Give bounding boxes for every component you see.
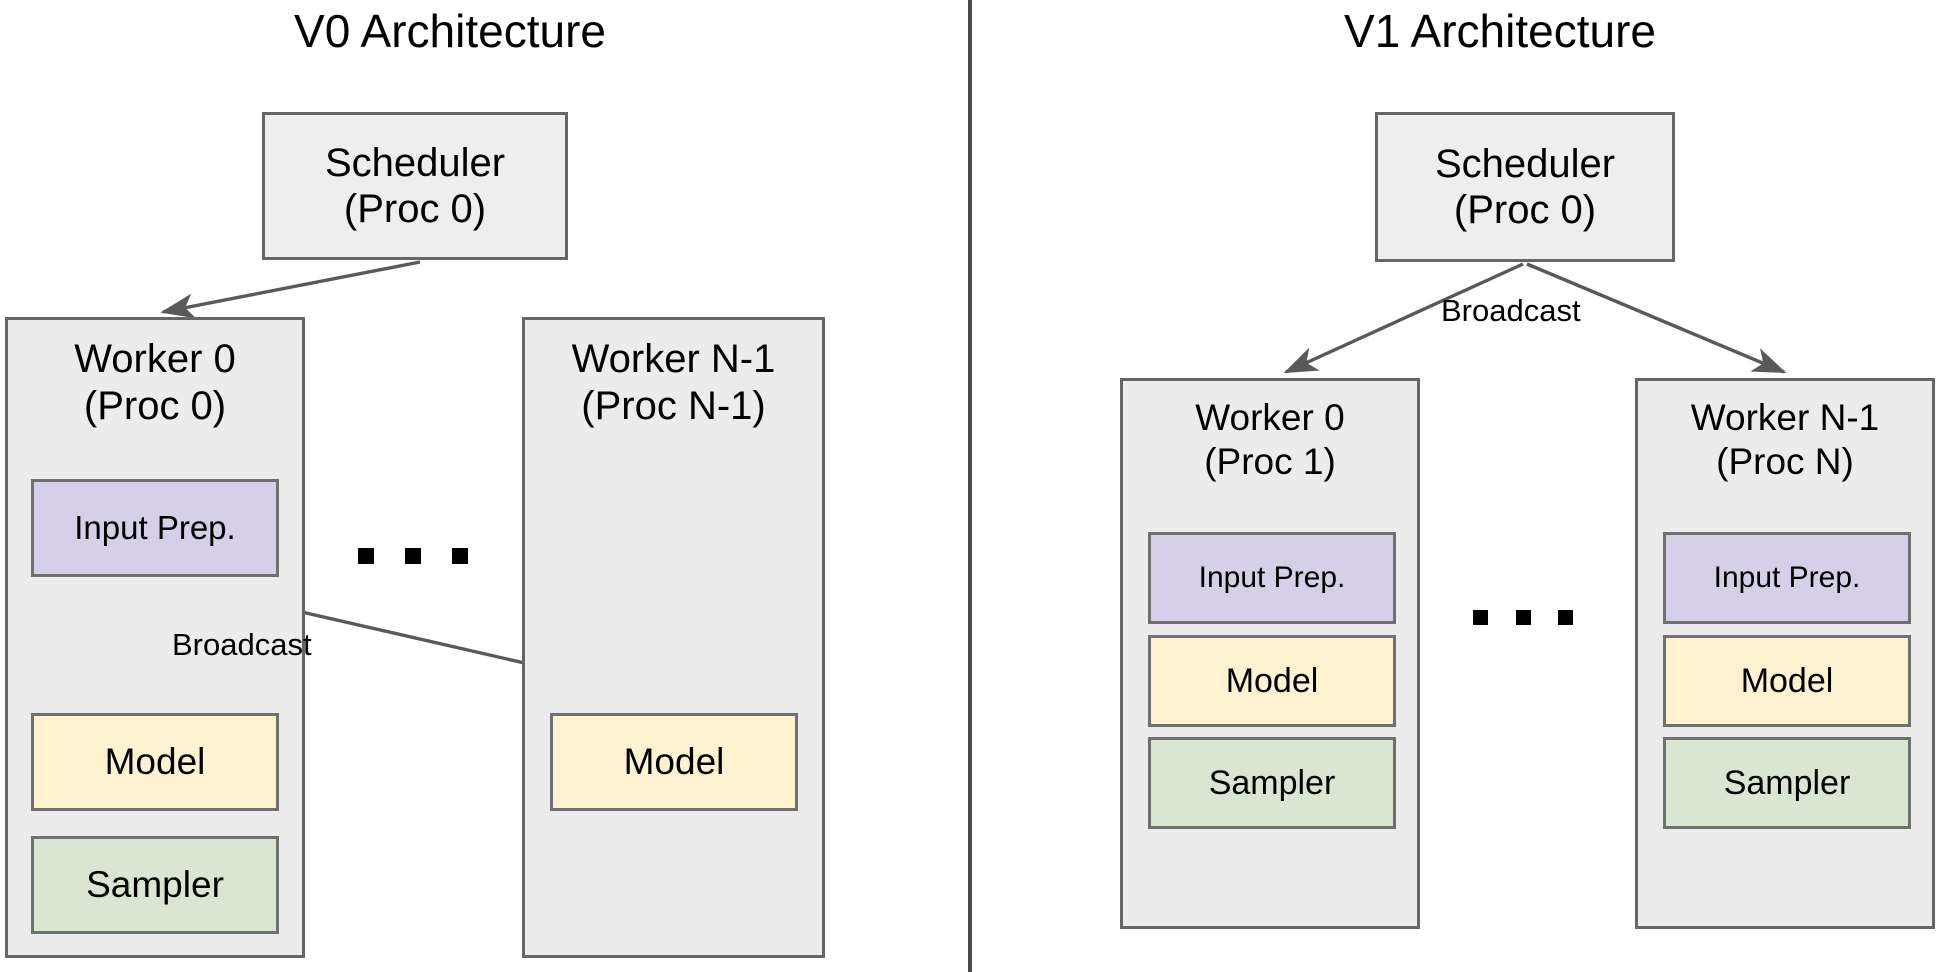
v0-worker-0-heading: Worker 0 (Proc 0) [74, 337, 236, 429]
v0-worker-0-model[interactable]: Model [31, 713, 279, 811]
v0-broadcast-label: Broadcast [172, 627, 312, 662]
v0-worker-0-input-prep-label: Input Prep. [74, 509, 236, 546]
v1-worker-n-1-model-label: Model [1740, 661, 1834, 700]
v1-scheduler-label: Scheduler (Proc 0) [1434, 142, 1616, 232]
v0-scheduler-label: Scheduler (Proc 0) [324, 141, 506, 231]
v1-broadcast-label: Broadcast [1441, 293, 1581, 328]
v0-worker-0-sampler[interactable]: Sampler [31, 836, 279, 934]
v1-worker-0-sampler-label: Sampler [1208, 763, 1336, 802]
v0-worker-n-1-group[interactable]: Worker N-1 (Proc N-1) Model [522, 317, 825, 958]
v1-worker-n-1-sampler[interactable]: Sampler [1663, 737, 1911, 829]
panel-title-v0: V0 Architecture [294, 5, 606, 57]
v0-worker-n-1-model[interactable]: Model [550, 713, 798, 811]
v1-scheduler-node[interactable]: Scheduler (Proc 0) [1375, 112, 1675, 262]
v1-worker-n-1-model[interactable]: Model [1663, 635, 1911, 727]
v1-worker-0-group[interactable]: Worker 0 (Proc 1) Input Prep. Model Samp… [1120, 378, 1420, 929]
v0-worker-0-input-prep[interactable]: Input Prep. [31, 479, 279, 577]
v1-worker-n-1-heading: Worker N-1 (Proc N) [1690, 397, 1880, 482]
v1-worker-n-1-group[interactable]: Worker N-1 (Proc N) Input Prep. Model Sa… [1635, 378, 1935, 929]
v0-worker-n-1-heading: Worker N-1 (Proc N-1) [571, 337, 776, 429]
v1-worker-0-input-prep-label: Input Prep. [1198, 561, 1346, 594]
v1-worker-0-model[interactable]: Model [1148, 635, 1396, 727]
panel-title-v1: V1 Architecture [1344, 5, 1656, 57]
v1-worker-0-input-prep[interactable]: Input Prep. [1148, 532, 1396, 624]
v1-worker-0-heading: Worker 0 (Proc 1) [1195, 397, 1345, 482]
v1-worker-n-1-input-prep[interactable]: Input Prep. [1663, 532, 1911, 624]
panel-divider [968, 0, 972, 972]
v0-worker-0-sampler-label: Sampler [86, 864, 224, 905]
v0-ellipsis [358, 548, 468, 564]
v0-scheduler-node[interactable]: Scheduler (Proc 0) [262, 112, 568, 260]
v1-worker-0-model-label: Model [1225, 661, 1319, 700]
v1-worker-n-1-input-prep-label: Input Prep. [1713, 561, 1861, 594]
v1-ellipsis [1473, 610, 1573, 625]
v0-worker-n-1-model-label: Model [623, 741, 725, 782]
v1-worker-0-sampler[interactable]: Sampler [1148, 737, 1396, 829]
v0-worker-0-group[interactable]: Worker 0 (Proc 0) Input Prep. Model Samp… [5, 317, 305, 958]
v1-worker-n-1-sampler-label: Sampler [1723, 763, 1851, 802]
edge-v0-scheduler-to-worker0 [160, 260, 421, 319]
v0-worker-0-model-label: Model [104, 741, 206, 782]
